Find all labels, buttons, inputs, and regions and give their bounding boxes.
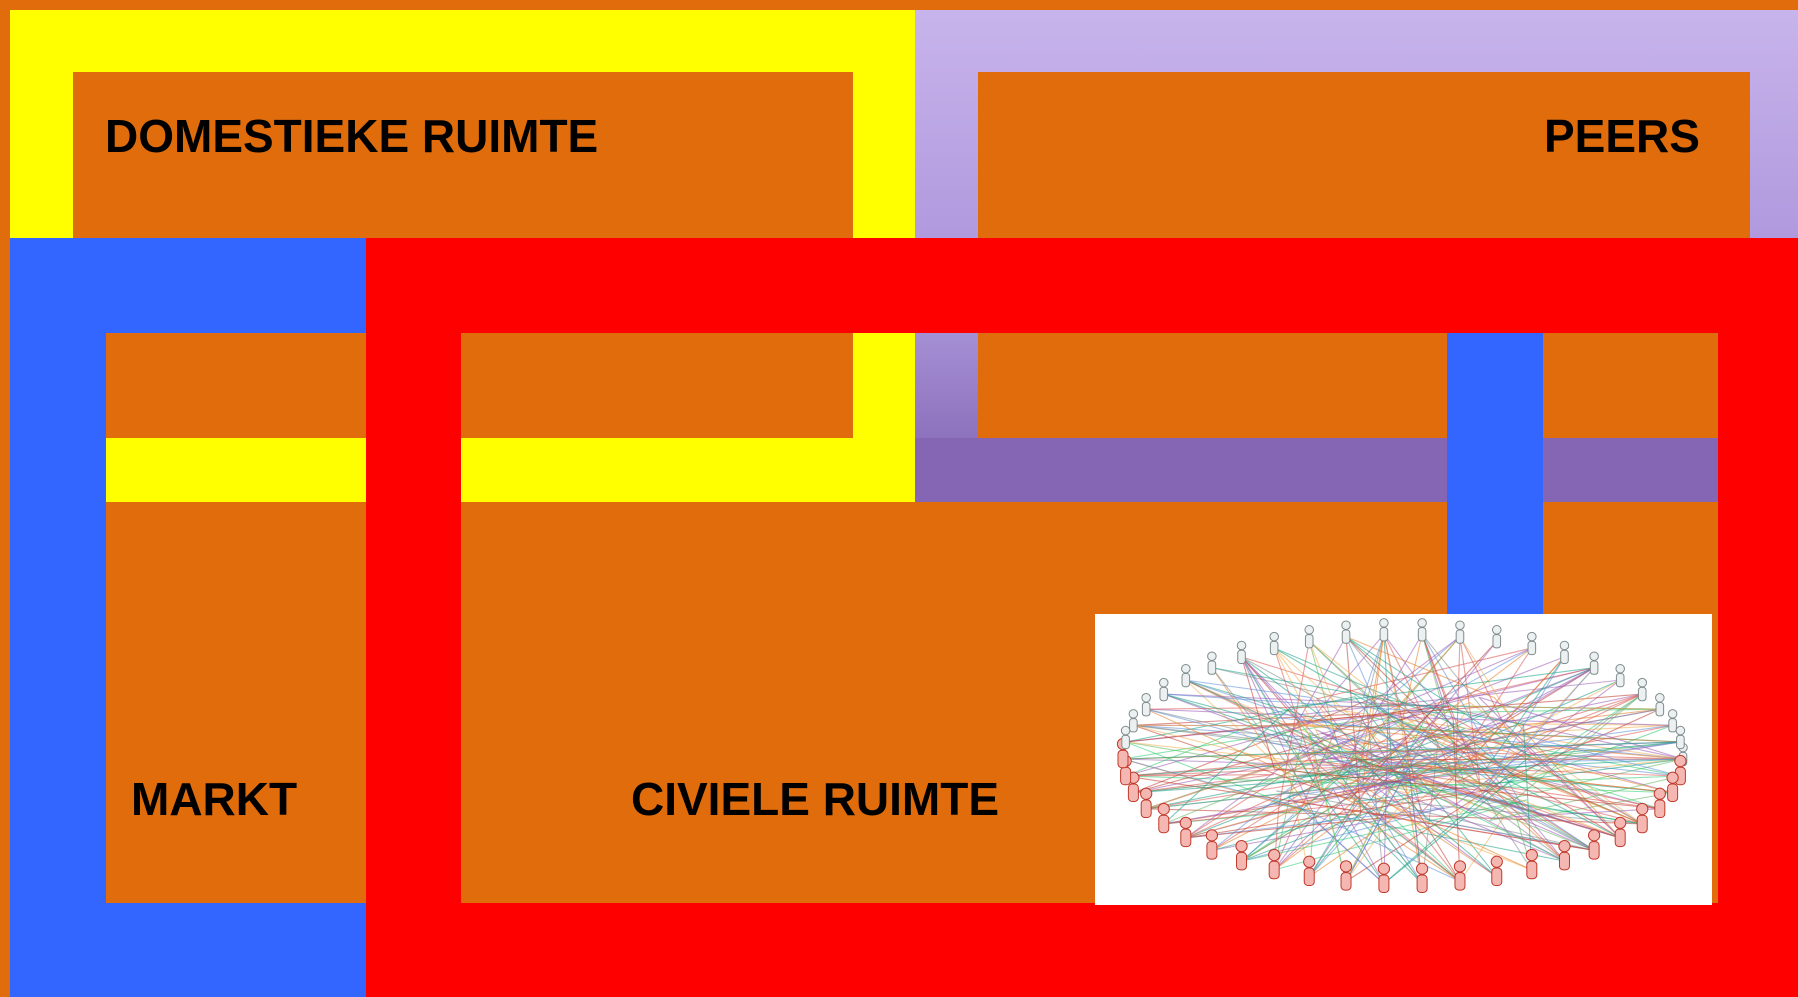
person-figure xyxy=(1416,863,1427,892)
person-figure xyxy=(1159,678,1168,700)
person-figure xyxy=(1559,840,1570,869)
person-figure xyxy=(1237,641,1246,663)
person-figure xyxy=(1208,652,1217,674)
person-figure xyxy=(1378,863,1389,892)
person-figure xyxy=(1182,664,1191,686)
person-figure xyxy=(1454,861,1465,890)
person-figure xyxy=(1656,694,1665,716)
person-figure xyxy=(1560,641,1569,663)
civil-market-strip xyxy=(1447,333,1543,623)
person-figure xyxy=(1528,632,1537,654)
civil-domestic-right xyxy=(853,333,915,438)
civil-domestic-band xyxy=(461,438,915,502)
person-figure xyxy=(1305,626,1314,648)
person-figure xyxy=(1340,861,1351,890)
domestic-space-label: DOMESTIEKE RUIMTE xyxy=(105,113,598,159)
person-figure xyxy=(1638,678,1647,700)
network-line xyxy=(1380,637,1660,710)
person-figure xyxy=(1491,856,1502,885)
person-figure xyxy=(1304,856,1315,885)
people-network-illustration xyxy=(1095,614,1712,905)
person-figure xyxy=(1129,710,1138,732)
person-figure xyxy=(1158,803,1169,832)
person-figure xyxy=(1668,710,1677,732)
market-label: MARKT xyxy=(131,776,297,822)
person-figure xyxy=(1456,621,1465,643)
person-figure xyxy=(1526,849,1537,878)
civil-space-label: CIVIELE RUIMTE xyxy=(631,776,999,822)
person-figure xyxy=(1180,817,1191,846)
person-figure xyxy=(1206,830,1217,859)
peers-label: PEERS xyxy=(1544,113,1700,159)
person-figure xyxy=(1270,632,1279,654)
person-figure xyxy=(1492,626,1501,648)
person-figure xyxy=(1667,772,1678,801)
civil-peers-band xyxy=(915,438,1718,502)
person-figure xyxy=(1236,840,1247,869)
civil-peers-left xyxy=(915,333,978,438)
person-figure xyxy=(1676,726,1685,748)
person-figure xyxy=(1342,621,1351,643)
person-figure xyxy=(1142,694,1151,716)
person-figure xyxy=(1637,803,1648,832)
person-figure xyxy=(1654,788,1665,817)
person-figure xyxy=(1615,817,1626,846)
person-figure xyxy=(1588,830,1599,859)
person-figure xyxy=(1121,726,1130,748)
person-figure xyxy=(1616,664,1625,686)
person-figure xyxy=(1141,788,1152,817)
person-figure xyxy=(1269,849,1280,878)
person-figure xyxy=(1418,619,1427,641)
person-figure xyxy=(1590,652,1599,674)
person-figure xyxy=(1380,619,1389,641)
